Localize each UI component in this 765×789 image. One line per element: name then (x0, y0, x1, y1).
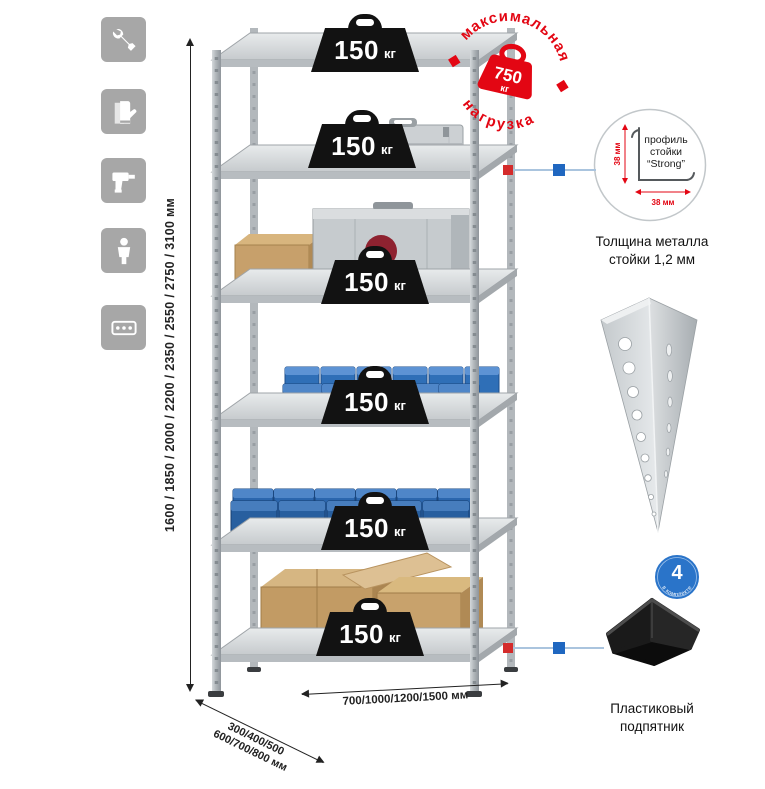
profile-dimension-horizontal: 38 мм (635, 189, 691, 207)
weight-value: 150 (344, 266, 389, 297)
post-profile-diagram: 38 мм 38 мм профиль стойки “Strong” (593, 108, 707, 222)
profile-label-line3: “Strong” (647, 158, 685, 170)
product-infographic: { "sidebar": { "icons": [ {"name": "wren… (0, 0, 765, 765)
profile-label: профиль стойки “Strong” (644, 134, 688, 170)
weight-unit: кг (393, 523, 406, 539)
rack-front-posts (208, 50, 518, 697)
foot-caption: Пластиковый подпятник (577, 700, 727, 736)
stamp-weight-icon: 750 кг (477, 43, 532, 100)
wrench-icon (112, 28, 136, 51)
height-dimension-line (190, 44, 191, 684)
profile-caption-line2: стойки 1,2 мм (608, 252, 696, 267)
weight-unit: кг (393, 397, 406, 413)
profile-dim-h-label: 38 мм (652, 198, 675, 207)
profile-caption: Толщина металла стойки 1,2 мм (577, 233, 727, 269)
weight-value: 150 (331, 130, 376, 161)
drill-icon (111, 172, 135, 193)
max-load-stamp: максимальная нагрузка 750 кг (448, 0, 582, 141)
weight-value: 150 (344, 386, 389, 417)
gloves-icon (114, 100, 136, 124)
person-icon (117, 237, 130, 264)
stamp-arc-top-text: максимальная (455, 0, 582, 67)
kit-count-badge: 4 в комплекте (653, 553, 701, 601)
profile-caption-line1: Толщина металла (595, 234, 709, 249)
feature-tile-gloves (101, 89, 146, 134)
weight-unit: кг (380, 141, 393, 157)
weight-unit: кг (388, 629, 401, 645)
height-arrow-top (186, 38, 194, 46)
perforated-strip-icon (110, 320, 137, 335)
foot-marker-red (503, 643, 513, 653)
stamp-diamond-left (448, 54, 461, 68)
profile-dimension-vertical: 38 мм (613, 124, 628, 184)
post-holes-slots (664, 343, 673, 478)
foot-caption-line1: Пластиковый (610, 701, 694, 716)
weight-value: 150 (334, 34, 379, 65)
angle-post-image (600, 297, 698, 533)
weight-value: 150 (339, 618, 384, 649)
profile-label-line1: профиль (644, 134, 688, 146)
kit-count-number: 4 (671, 562, 683, 584)
foot-marker-blue (553, 642, 565, 654)
svg-text:нагрузка: нагрузка (455, 94, 541, 141)
depth-dimension-label-1: 300/400/500 (225, 720, 286, 759)
height-dimension-label: 1600 / 1850 / 2000 / 2200 / 2350 / 2550 … (163, 197, 177, 533)
profile-dim-v-label: 38 мм (613, 142, 622, 165)
depth-dimension: 300/400/500 600/700/800 мм (183, 700, 324, 788)
profile-marker-blue (553, 164, 565, 176)
feature-tile-person (101, 228, 146, 273)
feature-tile-assembly (101, 17, 146, 62)
post-holes-round (618, 337, 657, 517)
feature-tile-perforation (101, 305, 146, 350)
profile-cross-section (631, 127, 695, 181)
feature-tile-drill (101, 158, 146, 203)
profile-marker-red (503, 165, 513, 175)
stamp-diamond-right (556, 79, 569, 93)
rack-back-posts (250, 28, 515, 668)
stamp-arc-bottom-text: нагрузка (455, 94, 541, 141)
foot-caption-line2: подпятник (619, 719, 685, 734)
profile-label-line2: стойки (650, 146, 682, 158)
weight-value: 150 (344, 512, 389, 543)
svg-text:максимальная: максимальная (455, 0, 582, 67)
plastic-foot-image (606, 598, 700, 666)
weight-unit: кг (393, 277, 406, 293)
stamp-weight-unit: кг (499, 83, 510, 96)
height-arrow-bottom (186, 684, 194, 692)
weight-unit: кг (383, 45, 396, 61)
